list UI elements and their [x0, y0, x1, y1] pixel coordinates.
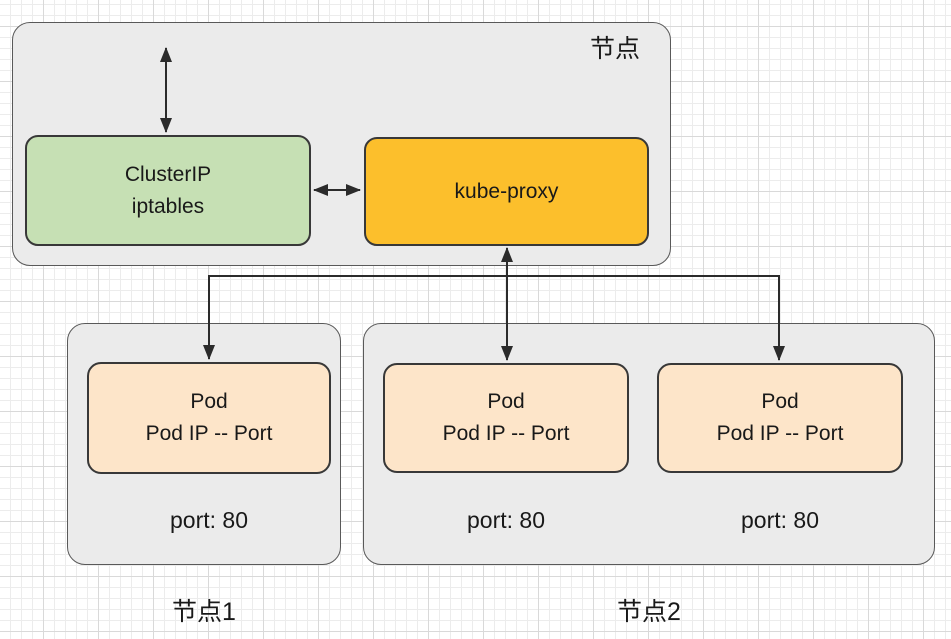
node-main-label: 节点 — [589, 35, 640, 63]
pod-label: Pod — [761, 390, 799, 413]
clusterip-iptables-box: ClusterIP iptables — [25, 135, 311, 246]
pod-box: Pod Pod IP -- Port — [657, 363, 903, 473]
port-label: port: 80 — [467, 507, 545, 533]
kube-proxy-box: kube-proxy — [364, 137, 649, 246]
port-label: port: 80 — [741, 507, 819, 533]
pod-ip-port-label: Pod IP -- Port — [442, 422, 570, 445]
node-2: Pod Pod IP -- Port Pod Pod IP -- Port po… — [363, 323, 935, 565]
pod-box: Pod Pod IP -- Port — [87, 362, 331, 474]
node-main: 节点 ClusterIP iptables kube-proxy — [12, 22, 671, 266]
pod-box: Pod Pod IP -- Port — [383, 363, 629, 473]
node-2-caption: 节点2 — [617, 598, 681, 626]
node-1-caption: 节点1 — [172, 598, 236, 626]
pod-label: Pod — [190, 390, 228, 413]
pod-ip-port-label: Pod IP -- Port — [716, 422, 844, 445]
pod-ip-port-label: Pod IP -- Port — [145, 422, 273, 445]
clusterip-label: ClusterIP — [124, 162, 212, 186]
port-label: port: 80 — [170, 507, 248, 533]
pod-label: Pod — [487, 390, 525, 413]
iptables-label: iptables — [131, 194, 205, 218]
kube-proxy-label: kube-proxy — [454, 179, 559, 203]
node-1: Pod Pod IP -- Port port: 80 — [67, 323, 341, 565]
